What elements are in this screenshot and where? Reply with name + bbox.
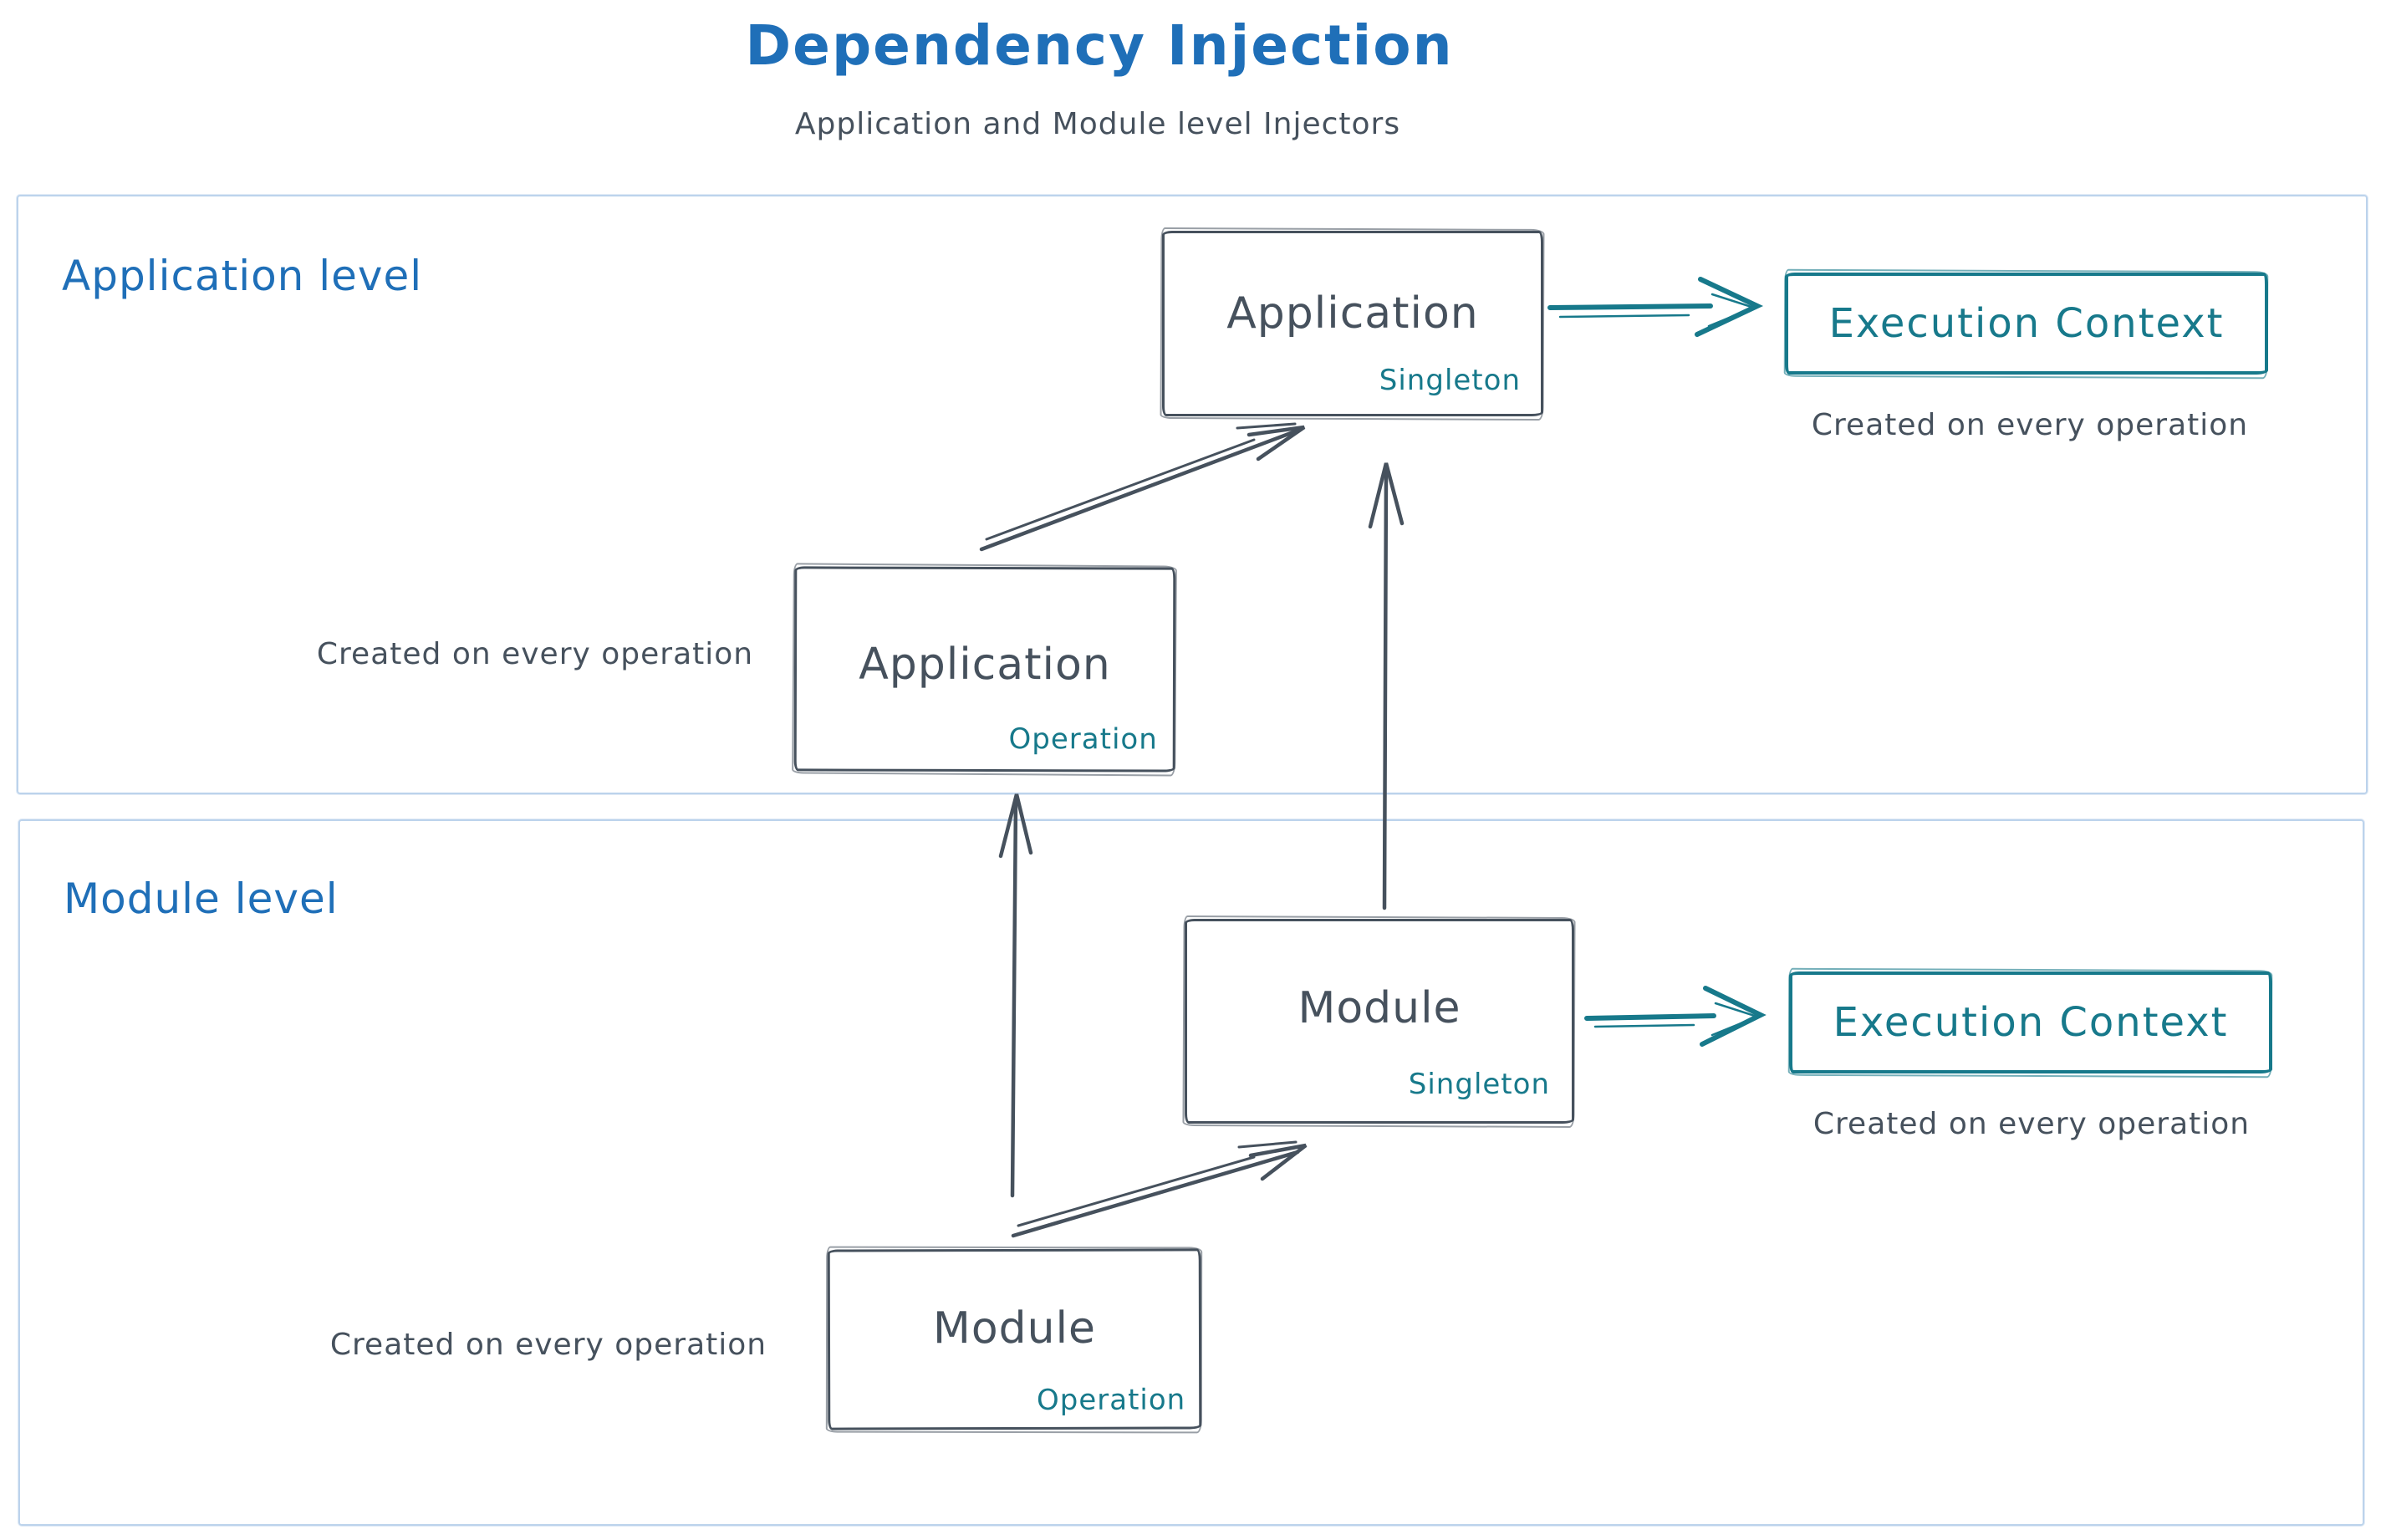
module-execution-context-title: Execution Context bbox=[1833, 999, 2229, 1046]
application-operation-badge: Operation bbox=[1008, 722, 1158, 757]
module-level-label: Module level bbox=[64, 875, 339, 923]
diagram-subtitle: Application and Module level Injectors bbox=[794, 107, 1401, 141]
module-operation-badge: Operation bbox=[1036, 1383, 1186, 1417]
module-singleton-node: Module Singleton bbox=[1185, 919, 1574, 1124]
application-singleton-title: Application bbox=[1226, 288, 1479, 339]
application-singleton-node: Application Singleton bbox=[1162, 231, 1543, 416]
application-singleton-badge: Singleton bbox=[1379, 364, 1521, 397]
application-execution-caption: Created on every operation bbox=[1811, 408, 2249, 442]
application-level-frame: Application level bbox=[17, 195, 2368, 794]
application-execution-context-node: Execution Context bbox=[1785, 273, 2268, 375]
module-operation-caption: Created on every operation bbox=[329, 1328, 767, 1362]
application-level-label: Application level bbox=[62, 252, 423, 300]
application-execution-context-title: Execution Context bbox=[1828, 300, 2225, 347]
application-operation-title: Application bbox=[859, 639, 1111, 691]
module-execution-caption: Created on every operation bbox=[1812, 1107, 2251, 1141]
module-singleton-badge: Singleton bbox=[1408, 1068, 1550, 1101]
application-operation-node: Application Operation bbox=[793, 566, 1176, 773]
module-execution-context-node: Execution Context bbox=[1789, 971, 2272, 1073]
module-operation-title: Module bbox=[932, 1303, 1097, 1354]
diagram-title: Dependency Injection bbox=[745, 13, 1454, 78]
module-level-frame: Module level bbox=[18, 819, 2364, 1526]
module-singleton-title: Module bbox=[1298, 983, 1461, 1033]
module-operation-node: Module Operation bbox=[827, 1248, 1202, 1430]
application-operation-caption: Created on every operation bbox=[316, 637, 754, 671]
